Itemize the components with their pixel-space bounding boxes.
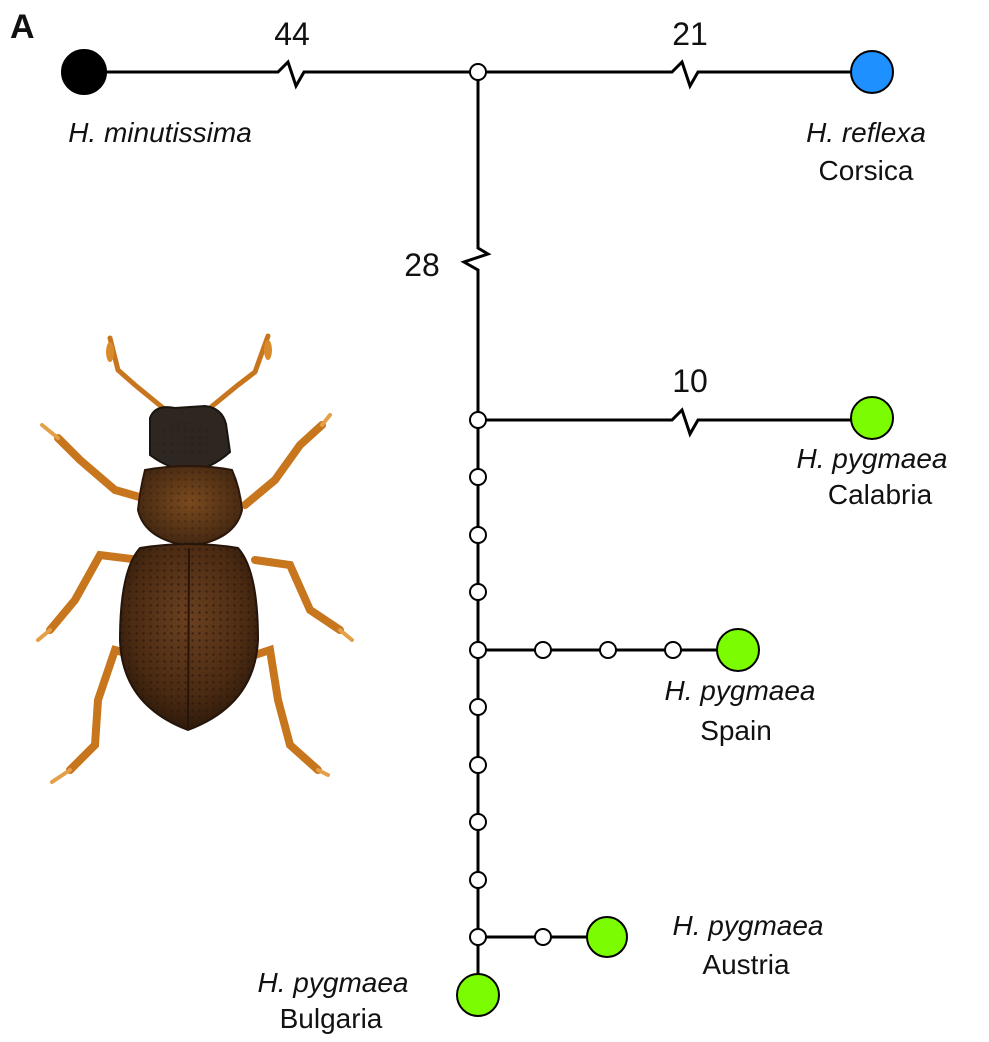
node-spain-step bbox=[600, 642, 616, 658]
branch-count-minutissima: 44 bbox=[274, 16, 310, 52]
node-mid bbox=[470, 872, 486, 888]
edge-stem-pygmaea bbox=[464, 72, 488, 420]
haplotype-austria bbox=[587, 917, 627, 957]
node-mid bbox=[470, 527, 486, 543]
label-minutissima-species: H. minutissima bbox=[68, 117, 252, 148]
branch-count-stem: 28 bbox=[404, 247, 440, 283]
label-spain-species: H. pygmaea bbox=[665, 675, 816, 706]
node-spain-junction bbox=[470, 642, 486, 658]
haplotype-reflexa bbox=[851, 51, 893, 93]
label-bulgaria-locality: Bulgaria bbox=[280, 1003, 383, 1034]
haplotype-minutissima bbox=[62, 50, 106, 94]
node-spain-step bbox=[665, 642, 681, 658]
edge-minutissima bbox=[84, 62, 478, 86]
intermediate-nodes bbox=[470, 64, 681, 945]
label-reflexa-locality: Corsica bbox=[819, 155, 914, 186]
beetle-photo-icon bbox=[38, 336, 352, 782]
haplotype-calabria bbox=[851, 397, 893, 439]
node-calabria-junction bbox=[470, 412, 486, 428]
node-austria-junction bbox=[470, 929, 486, 945]
node-mid bbox=[470, 814, 486, 830]
edge-reflexa bbox=[478, 62, 872, 86]
label-calabria-species: H. pygmaea bbox=[797, 443, 948, 474]
branch-count-calabria: 10 bbox=[672, 363, 708, 399]
haplotype-spain bbox=[717, 629, 759, 671]
panel-label: A bbox=[10, 8, 35, 46]
node-austria-step bbox=[535, 929, 551, 945]
branch-count-reflexa: 21 bbox=[672, 16, 708, 52]
label-reflexa-species: H. reflexa bbox=[806, 117, 926, 148]
node-mid bbox=[470, 584, 486, 600]
node-spain-step bbox=[535, 642, 551, 658]
label-calabria-locality: Calabria bbox=[828, 479, 933, 510]
node-mid bbox=[470, 757, 486, 773]
label-spain-locality: Spain bbox=[700, 715, 772, 746]
haplotype-bulgaria bbox=[457, 974, 499, 1016]
node-mid bbox=[470, 699, 486, 715]
label-bulgaria-species: H. pygmaea bbox=[258, 967, 409, 998]
label-austria-species: H. pygmaea bbox=[673, 910, 824, 941]
node-mid bbox=[470, 469, 486, 485]
label-austria-locality: Austria bbox=[702, 949, 790, 980]
node-hub bbox=[470, 64, 486, 80]
edge-calabria bbox=[478, 410, 872, 434]
